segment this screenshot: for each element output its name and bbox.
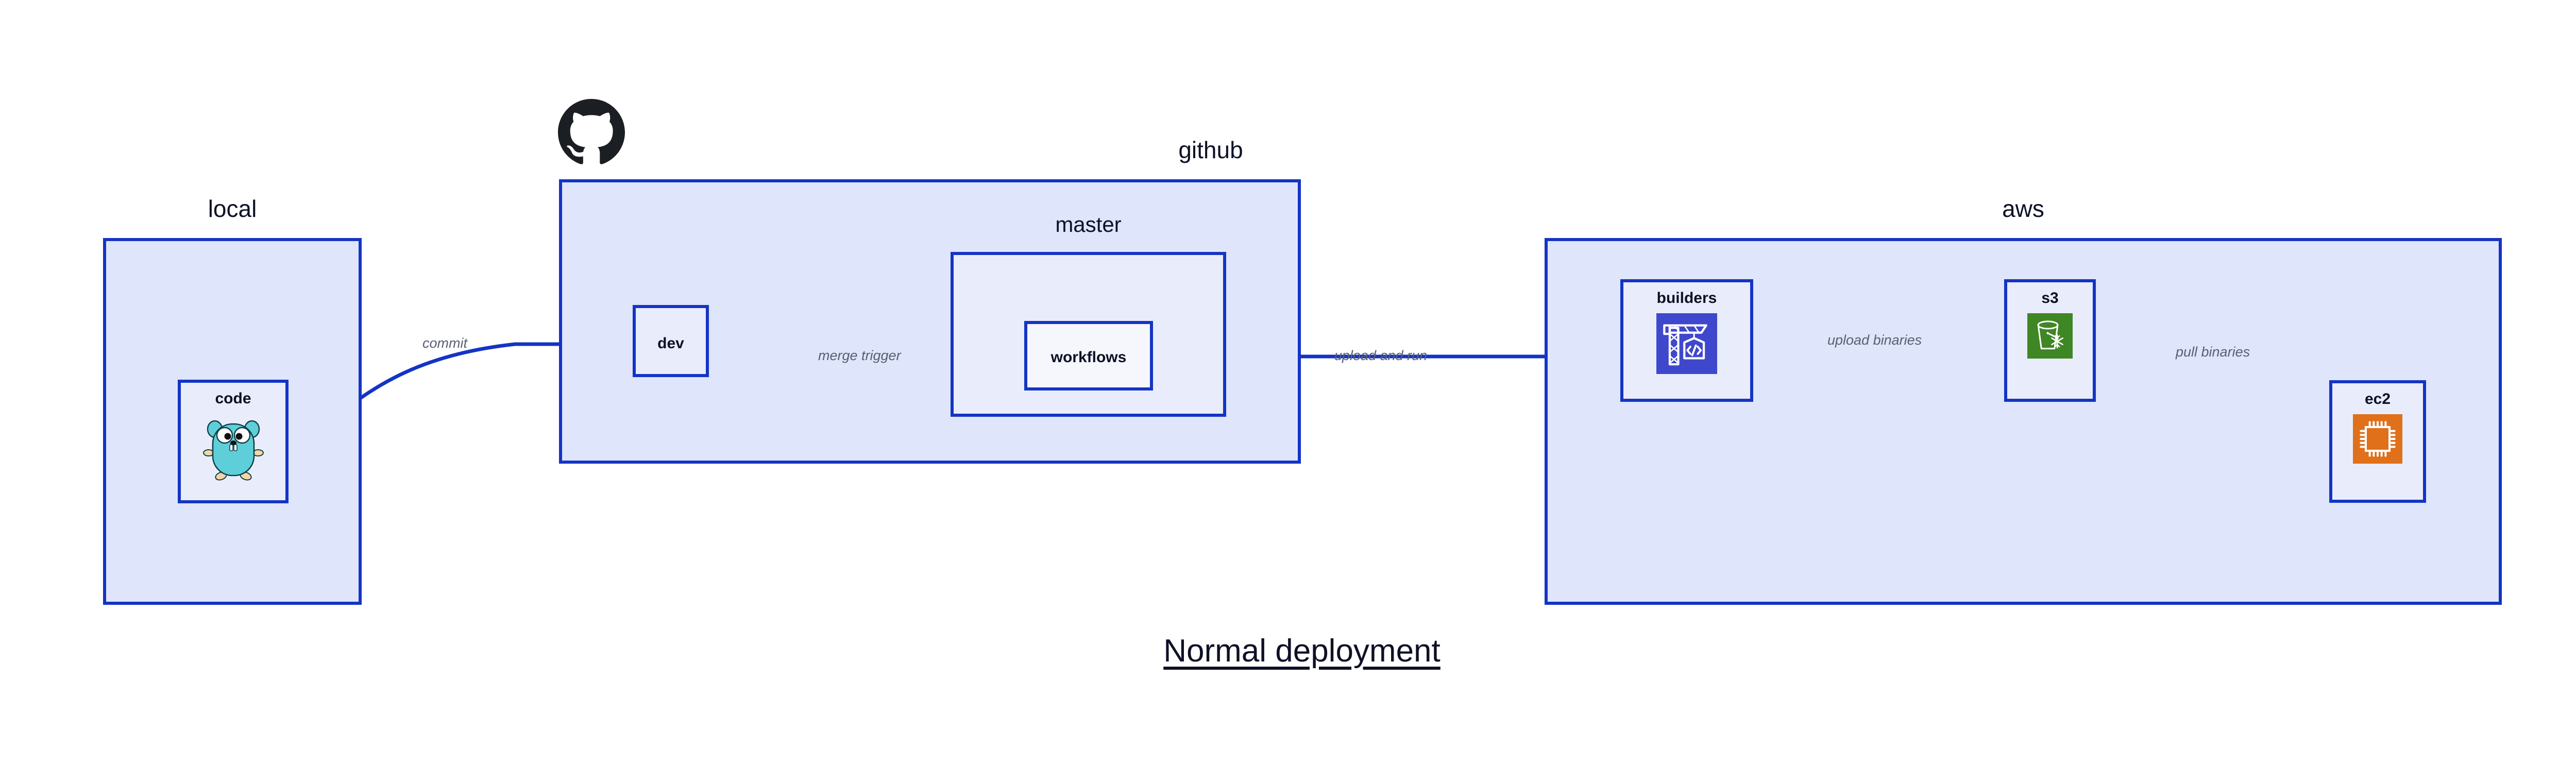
node-workflows[interactable]: workflows [1024, 321, 1153, 390]
node-label-builders: builders [1656, 290, 1717, 307]
node-label-code: code [215, 390, 251, 407]
diagram-title: Normal deployment [1163, 633, 1440, 669]
edge-label-commit: commit [422, 335, 467, 351]
gopher-icon [202, 414, 264, 482]
node-label-workflows: workflows [1050, 349, 1127, 366]
edge-label-upload-and-run: upload and run [1334, 348, 1428, 363]
edge-label-merge-trigger: merge trigger [818, 348, 901, 363]
edge-label-upload-binaries: upload binaries [1827, 332, 1922, 348]
aws-s3-bucket-icon [2027, 313, 2073, 359]
node-code[interactable]: code [178, 380, 289, 503]
group-label-master: master [1055, 212, 1122, 236]
container-label-aws: aws [2002, 195, 2044, 222]
github-logo-icon [558, 99, 625, 166]
edge-label-pull-binaries: pull binaries [2176, 344, 2250, 360]
node-s3[interactable]: s3 [2004, 279, 2096, 402]
node-label-s3: s3 [2041, 290, 2059, 307]
aws-codebuild-icon [1656, 313, 1717, 374]
node-builders[interactable]: builders [1620, 279, 1753, 402]
container-label-github: github [1178, 137, 1243, 163]
node-dev[interactable]: dev [633, 305, 709, 377]
aws-ec2-chip-icon [2353, 414, 2402, 464]
node-label-ec2: ec2 [2364, 390, 2391, 408]
container-local[interactable] [103, 238, 362, 605]
node-ec2[interactable]: ec2 [2329, 380, 2426, 503]
node-label-dev: dev [657, 335, 684, 352]
container-label-local: local [208, 195, 257, 222]
